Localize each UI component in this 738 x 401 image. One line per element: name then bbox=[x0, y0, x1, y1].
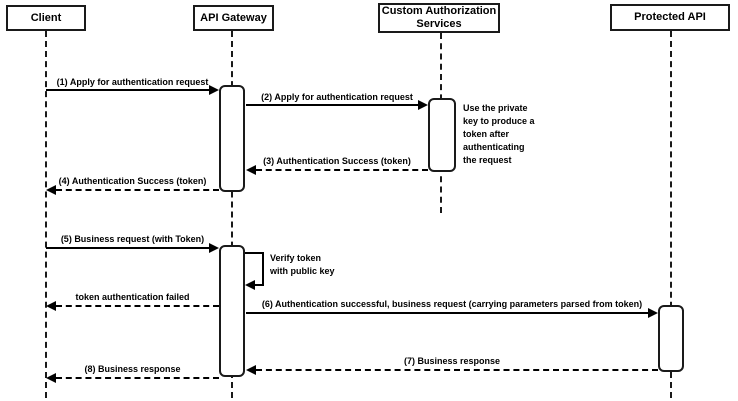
arrowhead-right-icon bbox=[418, 100, 428, 110]
arrowhead-right-icon bbox=[209, 243, 219, 253]
arrowhead-left-icon bbox=[46, 301, 56, 311]
message-label-3: (3) Authentication Success (token) bbox=[263, 156, 411, 166]
actor-box-custom-authorization-services: Custom Authorization Services bbox=[378, 3, 500, 33]
lifeline-api-gateway bbox=[231, 31, 233, 398]
actor-box-client: Client bbox=[6, 5, 86, 31]
selfloop-label: Verify token with public key bbox=[270, 253, 335, 277]
message-line-8 bbox=[56, 377, 219, 379]
actor-box-protected-api: Protected API bbox=[610, 4, 730, 31]
message-label-2: (2) Apply for authentication request bbox=[261, 92, 413, 102]
message-line-2 bbox=[246, 104, 418, 106]
arrowhead-left-icon bbox=[46, 185, 56, 195]
arrowhead-left-icon bbox=[245, 280, 255, 290]
message-label-1: (1) Apply for authentication request bbox=[56, 77, 209, 87]
actor-label-api-gateway: API Gateway bbox=[200, 11, 267, 24]
activation-api-gateway-auth bbox=[219, 85, 245, 192]
selfloop-right-line bbox=[262, 252, 264, 286]
actor-label-custom-authorization-services: Custom Authorization Services bbox=[381, 5, 497, 30]
arrowhead-right-icon bbox=[209, 85, 219, 95]
selfloop-top-line bbox=[245, 252, 264, 254]
message-line-1 bbox=[46, 89, 210, 91]
message-label-5: (5) Business request (with Token) bbox=[60, 234, 205, 244]
selfloop-bottom-line bbox=[255, 284, 264, 286]
message-line-7 bbox=[256, 369, 658, 371]
message-line-3 bbox=[256, 169, 428, 171]
message-line-4 bbox=[56, 189, 219, 191]
message-label-6: (6) Authentication successful, business … bbox=[261, 299, 643, 309]
message-label-4: (4) Authentication Success (token) bbox=[58, 176, 207, 186]
message-line-5 bbox=[46, 247, 210, 249]
message-label-failed: token authentication failed bbox=[75, 292, 190, 302]
activation-custom-authorization-services bbox=[428, 98, 456, 172]
message-label-7: (7) Business response bbox=[403, 356, 501, 366]
message-line-failed bbox=[56, 305, 219, 307]
actor-label-client: Client bbox=[30, 11, 62, 24]
arrowhead-right-icon bbox=[648, 308, 658, 318]
activation-protected-api bbox=[658, 305, 684, 372]
message-label-8: (8) Business response bbox=[84, 364, 181, 374]
actor-box-api-gateway: API Gateway bbox=[193, 5, 274, 31]
arrowhead-left-icon bbox=[246, 365, 256, 375]
activation-api-gateway-business bbox=[219, 245, 245, 377]
arrowhead-left-icon bbox=[46, 373, 56, 383]
lifeline-client bbox=[45, 31, 47, 398]
lifeline-protected-api bbox=[670, 31, 672, 398]
actor-label-protected-api: Protected API bbox=[634, 11, 706, 24]
note-private-key: Use the private key to produce a token a… bbox=[463, 103, 535, 166]
arrowhead-left-icon bbox=[246, 165, 256, 175]
message-line-6 bbox=[246, 312, 648, 314]
